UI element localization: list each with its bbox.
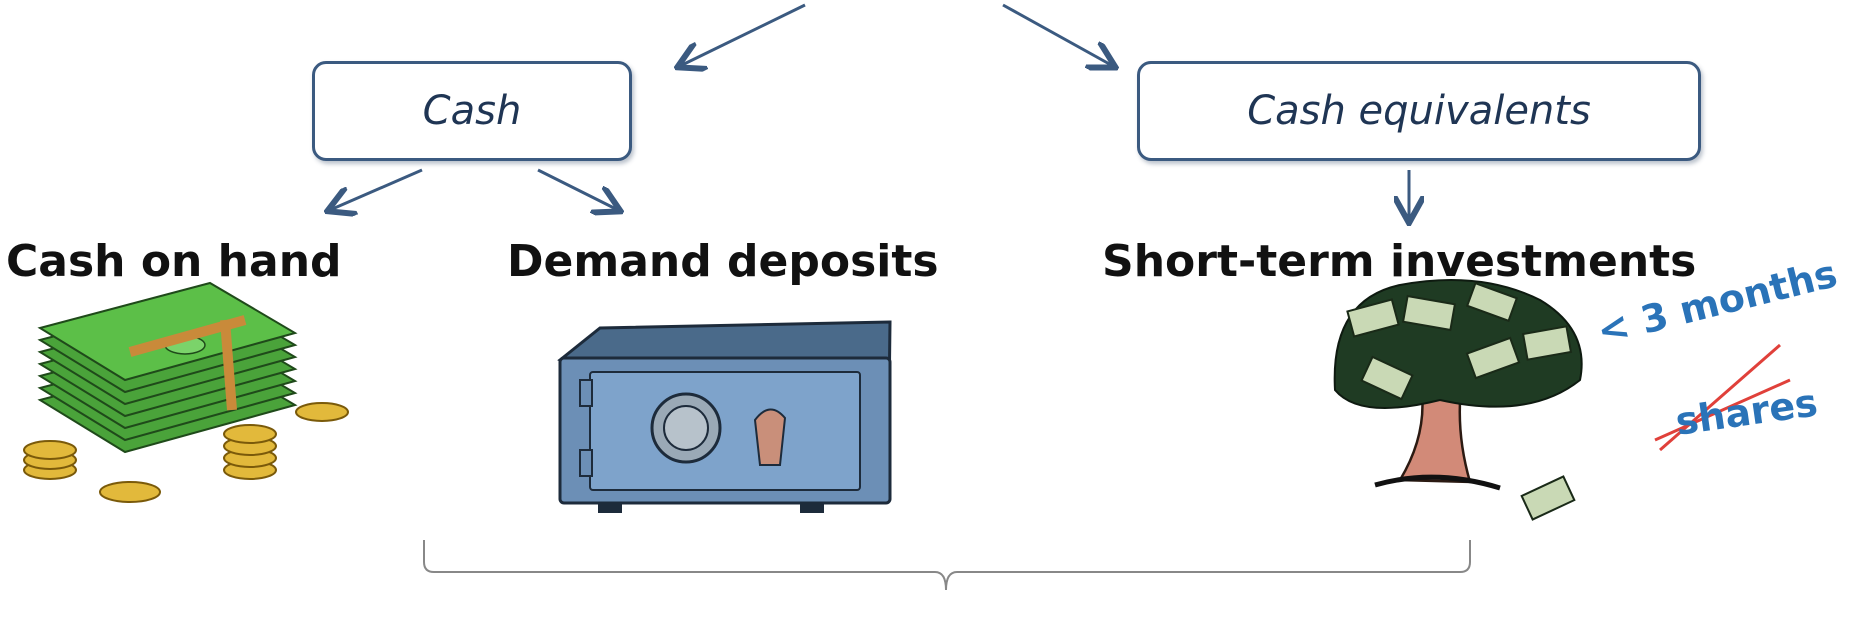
money-tree-illustration xyxy=(1333,279,1583,521)
arrow-to-cash-equivalents xyxy=(1002,3,1113,66)
strike-line-2 xyxy=(1654,378,1791,442)
cash-box-label: Cash xyxy=(422,88,522,134)
demand-deposits-label: Demand deposits xyxy=(507,236,939,287)
strike-line-1 xyxy=(1659,343,1781,452)
arrow-to-cash-on-hand xyxy=(330,168,423,210)
cash-box: Cash xyxy=(312,61,632,161)
bottom-brace xyxy=(423,540,1471,591)
cash-equivalents-box-label: Cash equivalents xyxy=(1247,88,1591,134)
safe-illustration xyxy=(557,320,892,513)
arrow-to-cash xyxy=(680,3,806,66)
short-term-investments-label: Short-term investments xyxy=(1102,236,1697,287)
cash-equivalents-box: Cash equivalents xyxy=(1137,61,1701,161)
money-stack-illustration xyxy=(23,281,349,503)
arrow-to-demand-deposits xyxy=(537,168,618,210)
cash-on-hand-label: Cash on hand xyxy=(6,236,342,287)
